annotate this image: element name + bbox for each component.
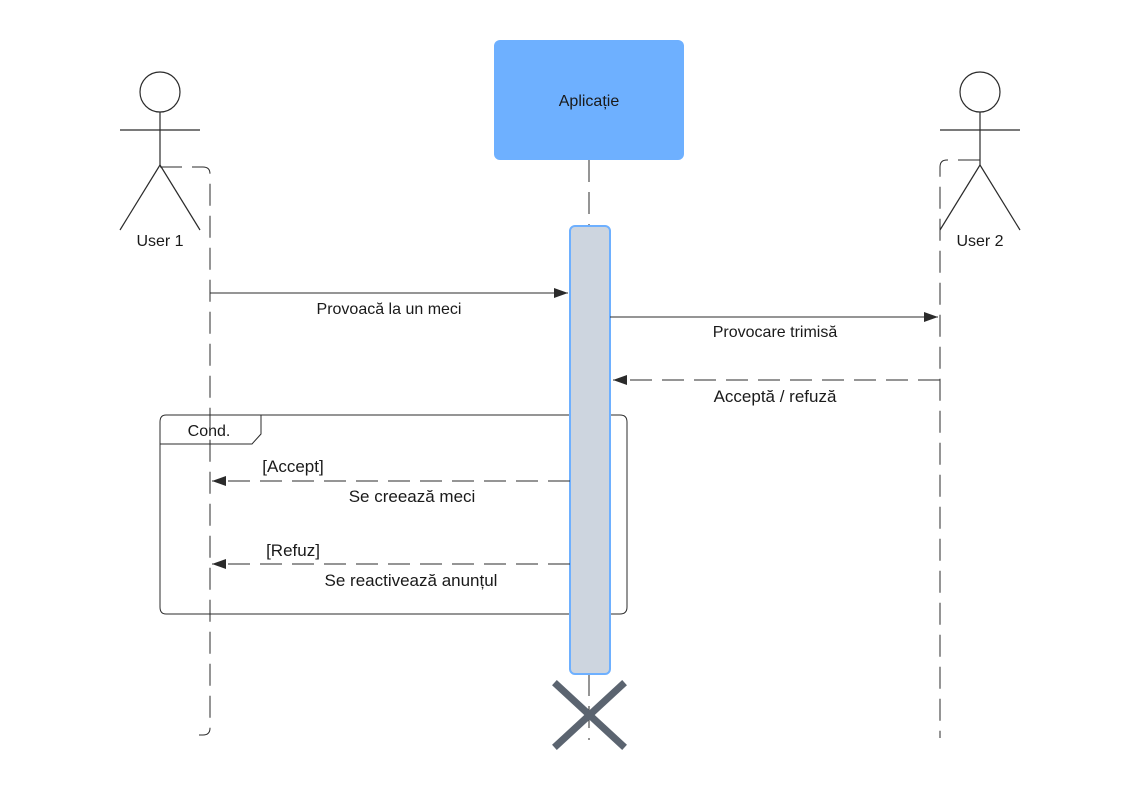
- message-label: Acceptă / refuză: [714, 387, 837, 406]
- fragment-label-tab: [160, 415, 262, 445]
- participant-app-box: [494, 40, 684, 160]
- message-se-reactiveaza-anuntul[interactable]: [Refuz] Se reactivează anunțul: [212, 541, 570, 590]
- message-guard: [Refuz]: [266, 541, 320, 560]
- message-guard: [Accept]: [262, 457, 323, 476]
- participant-app-label: Aplicație: [559, 93, 620, 110]
- message-label: Se reactivează anunțul: [325, 571, 498, 590]
- message-provoaca[interactable]: Provoacă la un meci: [210, 288, 568, 318]
- destroy-x-icon: [552, 680, 627, 750]
- stick-figure-icon: [939, 71, 1021, 231]
- lifeline-user-2: [939, 159, 980, 738]
- message-provocare-trimisa[interactable]: Provocare trimisă: [610, 312, 938, 341]
- message-label: Provoacă la un meci: [317, 301, 462, 318]
- participant-app[interactable]: Aplicație: [494, 40, 684, 160]
- message-accepta-refuza[interactable]: Acceptă / refuză: [613, 375, 940, 406]
- lifeline-user-1: [160, 166, 211, 736]
- fragment-frame: [159, 414, 628, 615]
- activation-bar: [569, 225, 611, 675]
- message-label: Provocare trimisă: [713, 324, 838, 341]
- fragment-cond[interactable]: Cond.: [159, 414, 628, 615]
- actor-user-1-label: User 1: [136, 233, 183, 250]
- actor-user-1[interactable]: User 1: [119, 71, 201, 250]
- message-label: Se creează meci: [349, 487, 476, 506]
- actor-user-2-label: User 2: [956, 233, 1003, 250]
- actor-user-2[interactable]: User 2: [939, 71, 1021, 250]
- message-se-creeaza-meci[interactable]: [Accept] Se creează meci: [212, 457, 570, 506]
- stick-figure-icon: [119, 71, 201, 231]
- fragment-label: Cond.: [188, 423, 231, 440]
